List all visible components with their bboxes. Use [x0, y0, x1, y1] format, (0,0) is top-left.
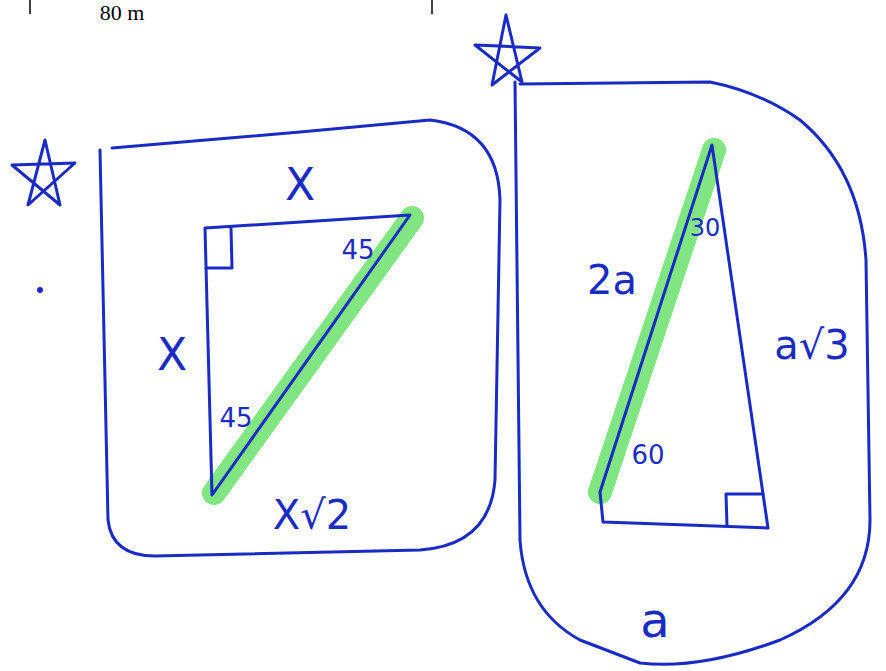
side-label: 2a [587, 260, 637, 300]
angle-label: 30 [690, 216, 721, 240]
dimension-label: 80 m [100, 2, 145, 24]
side-label: a [640, 596, 669, 644]
outline-frame [515, 82, 870, 664]
side-label: X√2 [273, 495, 351, 535]
dimension-ticks [30, 0, 432, 14]
angle-label: 45 [219, 405, 252, 431]
dimension-tick [431, 0, 433, 14]
angle-label: 45 [341, 237, 374, 263]
star-mark [12, 140, 75, 205]
triangle [600, 145, 768, 528]
angle-label: 60 [631, 442, 664, 468]
dimension-tick [29, 0, 31, 14]
dot-mark [39, 289, 42, 292]
right-angle-mark [726, 494, 763, 526]
triangle [205, 215, 410, 495]
outline-frame [100, 120, 500, 556]
right-angle-mark [206, 228, 232, 268]
star-mark [475, 15, 540, 85]
side-label: X [285, 163, 315, 207]
side-label: a√3 [774, 325, 849, 365]
side-label: X [157, 333, 187, 377]
